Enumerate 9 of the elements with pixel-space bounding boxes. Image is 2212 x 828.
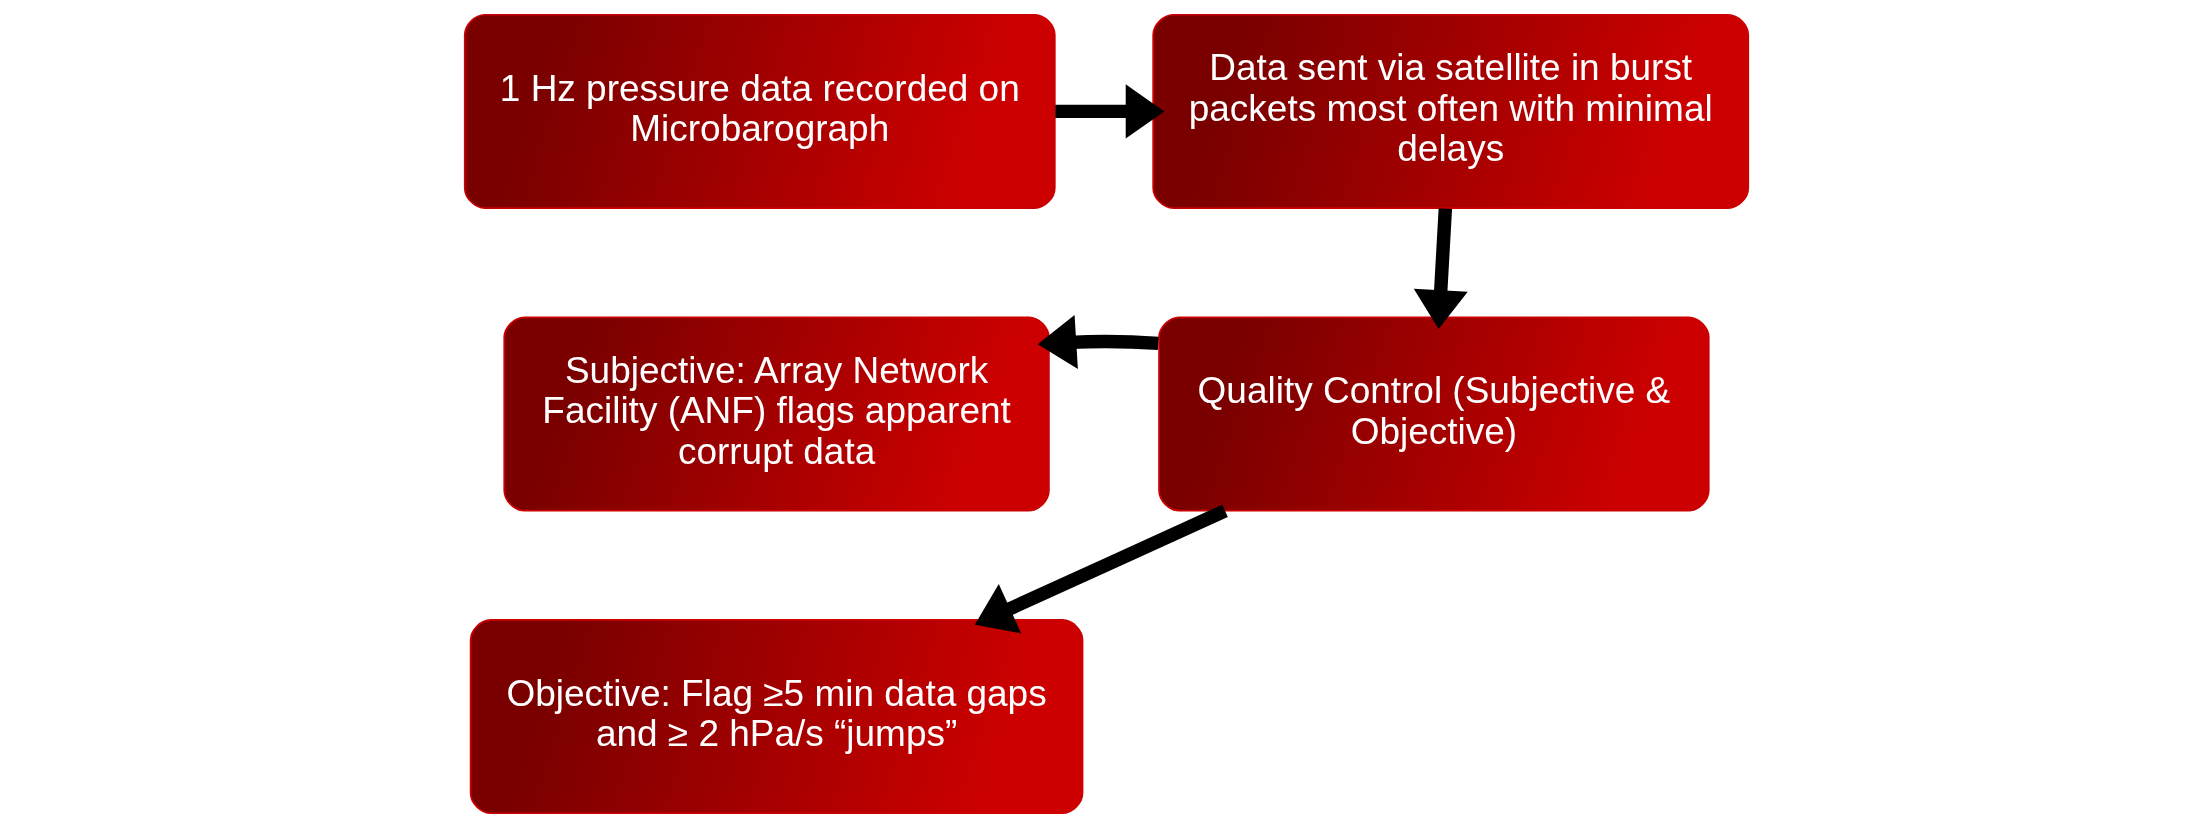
arrow [1054,84,1164,139]
node-box: Data sent via satellite in burst packets most often with minimal delays [1151,13,1749,209]
node-box: Objective: Flag ≥5 min data gaps and ≥ 2 hPa/s “jumps” [469,619,1083,815]
node-box: Subjective: Array Network Facility (ANF) flags apparent corrupt data [502,316,1050,512]
arrow [974,504,1228,634]
arrow [1037,314,1159,369]
arrow [1413,208,1468,329]
node-box: Quality Control (Subjective & Objective) [1157,316,1710,512]
node-box: 1 Hz pressure data recorded on Microbarograph [463,13,1056,209]
